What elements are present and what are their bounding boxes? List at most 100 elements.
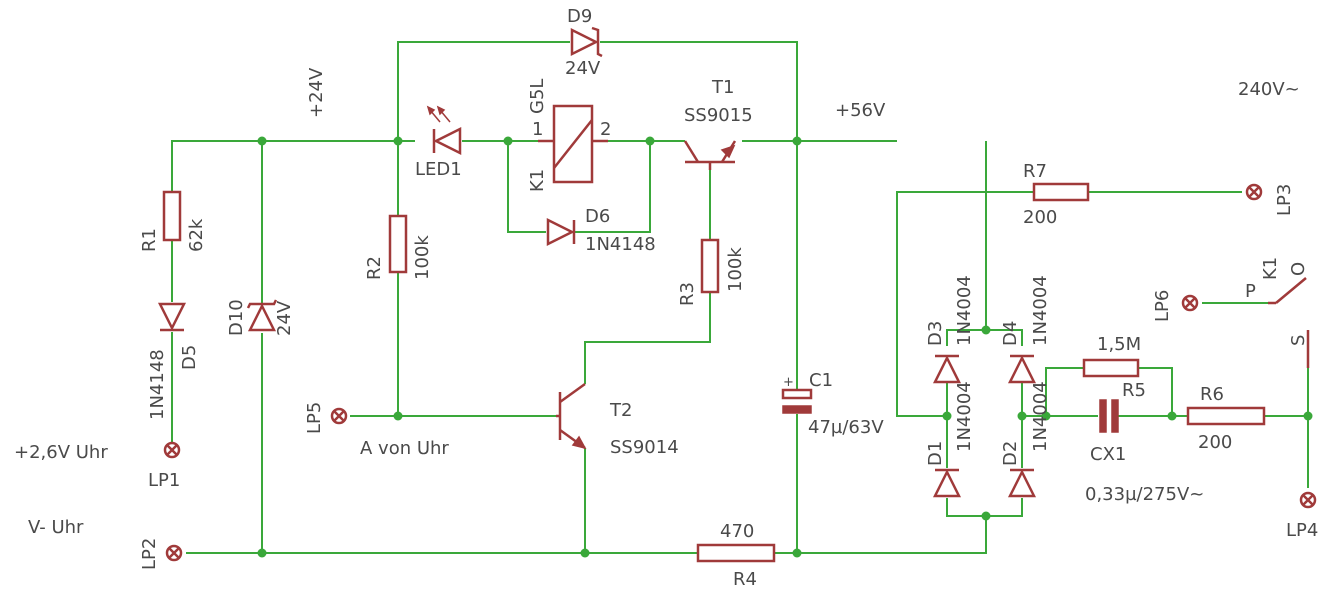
junction-dot — [393, 411, 403, 421]
lp5-label: LP5 — [304, 402, 325, 434]
r2-label: R2 — [364, 256, 385, 280]
pad-lp6: LP6 — [1152, 290, 1199, 322]
d9-label: D9 — [567, 6, 592, 27]
capacitor-cx1: CX1 0,33µ/275V~ — [1085, 399, 1204, 505]
d4-label: D4 — [1000, 321, 1021, 346]
wire-r7-left — [896, 191, 1034, 417]
r6-value: 200 — [1198, 432, 1232, 453]
lp1-label: LP1 — [148, 470, 180, 491]
net-label-56v: +56V — [835, 100, 886, 121]
junction-dot — [1167, 411, 1177, 421]
r1-value: 62k — [186, 218, 207, 252]
cx1-label: CX1 — [1090, 444, 1126, 465]
relay-k1-contact: P K1 O S — [1245, 257, 1310, 368]
r5-label: R5 — [1122, 380, 1146, 401]
k1-value: G5L — [527, 79, 548, 114]
capacitor-c1: + C1 47µ/63V — [781, 370, 884, 438]
pad-lp2: LP2 — [139, 538, 183, 570]
d1-label: D1 — [925, 441, 946, 466]
wire-r4-right — [774, 516, 987, 554]
junction-dot — [792, 136, 802, 146]
junction-dot — [981, 325, 991, 335]
wire-d9-right — [600, 41, 798, 390]
k1-pin1-label: 1 — [532, 119, 543, 140]
d6-label: D6 — [585, 206, 610, 227]
t2-value: SS9014 — [610, 437, 679, 458]
resistor-r7: R7 200 — [1023, 161, 1090, 228]
junction-dot — [503, 136, 513, 146]
resistor-r5: 1,5M R5 — [1082, 334, 1146, 401]
lp2-label: LP2 — [139, 538, 160, 570]
diode-d6: D6 1N4148 — [546, 206, 656, 255]
d3-value: 1N4004 — [954, 275, 975, 346]
k1-contact-o: O — [1288, 262, 1309, 276]
d9-value: 24V — [565, 58, 601, 79]
d3-label: D3 — [925, 321, 946, 346]
relay-k1: 1 2 G5L K1 — [527, 79, 611, 192]
k1-label: K1 — [527, 169, 548, 192]
t2-label: T2 — [609, 400, 632, 421]
lp3-label: LP3 — [1274, 184, 1295, 216]
resistor-r4: 470 R4 — [696, 521, 776, 590]
d5-label: D5 — [179, 345, 200, 370]
junction-dot — [1017, 411, 1027, 421]
resistor-r6: R6 200 — [1186, 384, 1266, 453]
wire-r5-right — [1138, 367, 1173, 416]
r7-value: 200 — [1023, 207, 1057, 228]
net-label-uhr-minus: V- Uhr — [28, 517, 84, 538]
lp4-label: LP4 — [1286, 520, 1318, 541]
d10-label: D10 — [226, 299, 247, 336]
pad-lp5: LP5 — [304, 402, 348, 434]
r4-label: R4 — [733, 569, 757, 590]
wire-d6-left — [507, 141, 546, 233]
wire-r3-t2 — [584, 292, 711, 384]
wire-d6-right — [574, 141, 651, 233]
junction-dot — [1303, 411, 1313, 421]
diode-d4: D4 1N4004 — [1000, 275, 1051, 384]
t1-value: SS9015 — [684, 105, 753, 126]
d10-value: 24V — [274, 300, 295, 336]
k1-contact-label: K1 — [1260, 257, 1281, 280]
junction-dot — [257, 136, 267, 146]
net-label-uhr-plus: +2,6V Uhr — [14, 442, 108, 463]
pad-lp4: LP4 — [1286, 491, 1318, 541]
k1-pin2-label: 2 — [600, 119, 611, 140]
pad-lp3: LP3 — [1245, 184, 1295, 216]
junction-dot — [942, 411, 952, 421]
zener-d10: D10 24V — [226, 299, 295, 336]
c1-label: C1 — [809, 370, 833, 391]
diode-d1: D1 1N4004 — [925, 381, 975, 498]
k1-contact-s: S — [1288, 335, 1309, 346]
diode-d2: D2 1N4004 — [1000, 381, 1051, 498]
resistor-r2: R2 100k — [364, 214, 433, 280]
net-label-a-von-uhr: A von Uhr — [360, 438, 449, 459]
r6-label: R6 — [1200, 384, 1224, 405]
t1-label: T1 — [711, 77, 734, 98]
r2-value: 100k — [412, 235, 433, 280]
net-label-24v: +24V — [306, 67, 327, 118]
r3-value: 100k — [725, 247, 746, 292]
d2-value: 1N4004 — [1030, 381, 1051, 452]
d1-value: 1N4004 — [954, 381, 975, 452]
diode-d3: D3 1N4004 — [925, 275, 975, 384]
c1-polarity: + — [783, 375, 794, 390]
junction-dot — [981, 511, 991, 521]
d2-label: D2 — [1000, 441, 1021, 466]
r3-label: R3 — [677, 282, 698, 306]
d6-value: 1N4148 — [585, 234, 656, 255]
wire-24v-rail — [171, 140, 415, 192]
diode-d5: 1N4148 D5 — [147, 302, 200, 420]
junction-dot — [393, 136, 403, 146]
junction-dot — [1041, 411, 1051, 421]
led1-label: LED1 — [415, 159, 462, 180]
junction-dot — [580, 548, 590, 558]
r4-value: 470 — [720, 521, 754, 542]
d4-value: 1N4004 — [1030, 275, 1051, 346]
zener-d9: D9 24V — [565, 6, 603, 79]
lp6-label: LP6 — [1152, 290, 1173, 322]
d5-value: 1N4148 — [147, 349, 168, 420]
junction-dot — [645, 136, 655, 146]
junctions — [257, 136, 1313, 558]
transistor-t2: T2 SS9014 — [556, 382, 679, 458]
